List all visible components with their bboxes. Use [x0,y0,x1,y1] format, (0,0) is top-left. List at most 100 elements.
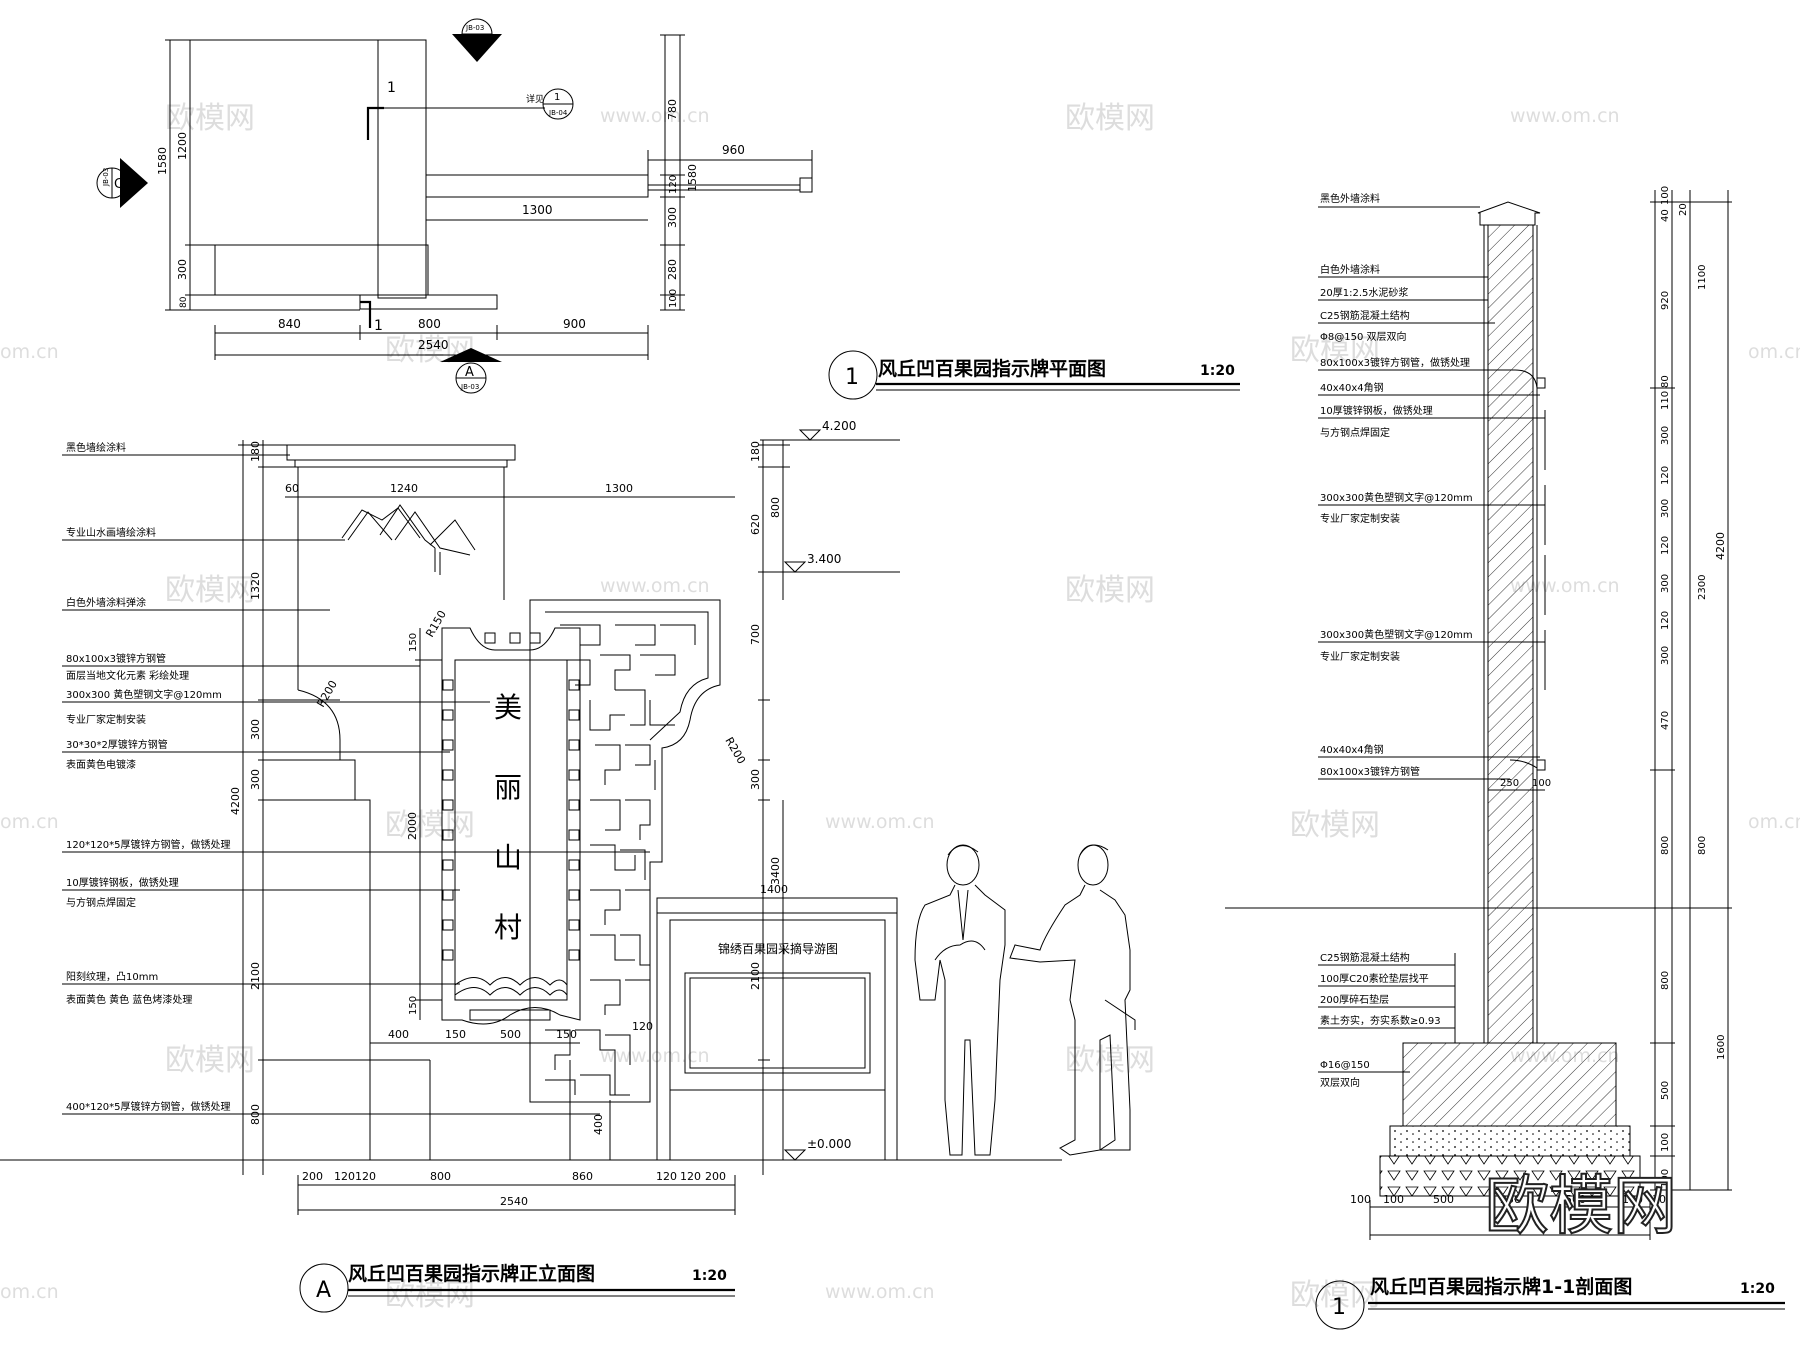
svg-text:300: 300 [1660,574,1671,593]
svg-text:400: 400 [388,1028,409,1041]
svg-text:470: 470 [1660,711,1671,730]
detail-ref-label: 详见 [526,93,544,105]
svg-text:与方钢点焊固定: 与方钢点焊固定 [66,896,136,909]
guide-board: 锦绣百果园采摘导游图 [656,897,898,1161]
elevation-scale: 1:20 [692,1268,727,1284]
svg-text:860: 860 [572,1170,593,1183]
svg-text:2540: 2540 [418,338,449,352]
svg-text:2100: 2100 [249,962,262,990]
watermark-url: om.cn [0,1281,59,1303]
svg-text:30*30*2厚镀锌方钢管: 30*30*2厚镀锌方钢管 [66,738,168,751]
watermark-brand: 欧模网 [1290,1278,1380,1313]
svg-text:10厚镀锌钢板，做锈处理: 10厚镀锌钢板，做锈处理 [66,876,179,889]
svg-text:20: 20 [1678,203,1689,216]
corner-watermark: 欧模网 [1485,1170,1677,1244]
svg-text:4200: 4200 [1714,532,1727,560]
svg-text:800: 800 [418,317,441,331]
level-ground: ±0.000 [807,1137,851,1151]
svg-text:900: 900 [563,317,586,331]
svg-text:白色外墙涂料弹涂: 白色外墙涂料弹涂 [66,596,146,609]
svg-text:白色外墙涂料: 白色外墙涂料 [1320,263,1380,276]
svg-text:黑色外墙涂料: 黑色外墙涂料 [1320,192,1380,205]
svg-text:800: 800 [249,1104,262,1125]
watermark-url: www.om.cn [825,811,935,833]
plan-title: 风丘凹百果园指示牌平面图 [878,357,1106,380]
svg-text:100: 100 [1660,1133,1671,1152]
detail-ref-number: 1 [554,92,560,103]
guide-board-title: 锦绣百果园采摘导游图 [718,941,838,956]
svg-text:JB-03: JB-03 [465,24,484,32]
elevation-bottom-dims: 200 120 120 800 860 120 120 200 2540 [297,1170,736,1215]
front-elevation: 美 丽 山 村 锦绣百果园采摘导游图 [0,419,1136,1313]
svg-text:3400: 3400 [769,857,782,885]
elevation-left-dims: 180 1320 300 300 2100 800 4200 150 2000 … [229,440,442,1175]
svg-text:100: 100 [1350,1193,1371,1206]
watermark-url: om.cn [1748,811,1800,833]
watermark-url: om.cn [0,811,59,833]
svg-text:120: 120 [632,1020,653,1033]
detail-ref-sheet: JB-04 [548,109,568,117]
board-char: 村 [494,911,522,944]
svg-text:表面黄色 黄色 蓝色烤漆处理: 表面黄色 黄色 蓝色烤漆处理 [66,993,192,1006]
level-markers: 4.200 3.400 ±0.000 [760,419,900,1161]
svg-text:250: 250 [1500,778,1519,789]
section-view: 黑色外墙涂料 白色外墙涂料 20厚1:2.5水泥砂浆 C25钢筋混凝土结构 Φ8… [1225,186,1785,1330]
svg-text:300x300黄色塑钢文字@120mm: 300x300黄色塑钢文字@120mm [1320,491,1473,504]
cut-mark: 1 [387,80,396,96]
svg-text:120: 120 [334,1170,355,1183]
svg-text:300: 300 [749,769,762,790]
svg-text:100: 100 [668,289,679,308]
svg-text:2100: 2100 [749,962,762,990]
svg-text:120*120*5厚镀锌方钢管，做锈处理: 120*120*5厚镀锌方钢管，做锈处理 [66,838,231,851]
svg-text:800: 800 [769,497,782,518]
elevation-title: 风丘凹百果园指示牌正立面图 [348,1262,595,1285]
svg-text:60: 60 [285,482,299,495]
watermark-url: www.om.cn [600,1045,710,1067]
svg-text:840: 840 [278,317,301,331]
watermark-brand: 欧模网 [1065,1043,1155,1078]
svg-text:100: 100 [1383,1193,1404,1206]
svg-text:80x100x3镀锌方钢管: 80x100x3镀锌方钢管 [1320,765,1420,778]
svg-text:80x100x3镀锌方钢管: 80x100x3镀锌方钢管 [66,652,166,665]
svg-text:1320: 1320 [249,572,262,600]
svg-text:R150: R150 [423,608,449,639]
svg-text:1580: 1580 [686,164,699,192]
svg-text:1200: 1200 [176,132,189,160]
svg-text:专业厂家定制安装: 专业厂家定制安装 [1320,512,1400,525]
svg-text:黑色墙绘涂料: 黑色墙绘涂料 [66,441,126,454]
svg-text:与方钢点焊固定: 与方钢点焊固定 [1320,426,1390,439]
watermark-url: www.om.cn [600,575,710,597]
svg-text:150: 150 [556,1028,577,1041]
svg-text:C25钢筋混凝土结构: C25钢筋混凝土结构 [1320,951,1410,964]
svg-text:专业山水画墙绘涂料: 专业山水画墙绘涂料 [66,526,156,539]
lattice-screen [529,599,721,1103]
watermark-layer: 欧模网 欧模网 欧模网 欧模网 欧模网 欧模网 欧模网 欧模网 欧模网 欧模网 … [165,101,1380,1313]
svg-text:200: 200 [302,1170,323,1183]
svg-text:300: 300 [1660,426,1671,445]
name-board: 美 丽 山 村 [441,627,581,1025]
svg-text:2540: 2540 [500,1195,528,1208]
section-scale: 1:20 [1740,1281,1775,1297]
svg-text:双层双向: 双层双向 [1320,1076,1360,1089]
plan-index: 1 [845,365,859,390]
svg-text:素土夯实，夯实系数≥0.93: 素土夯实，夯实系数≥0.93 [1320,1014,1441,1027]
svg-text:80x100x3镀锌方钢管，做锈处理: 80x100x3镀锌方钢管，做锈处理 [1320,356,1470,369]
section-symbol-b: B JB-03 [452,18,502,62]
svg-text:300: 300 [1660,646,1671,665]
watermark-url: www.om.cn [825,1281,935,1303]
svg-text:面层当地文化元素 彩绘处理: 面层当地文化元素 彩绘处理 [66,669,189,682]
svg-text:300x300黄色塑钢文字@120mm: 300x300黄色塑钢文字@120mm [1320,628,1473,641]
svg-text:250: 250 [1500,1193,1521,1206]
watermark-url: www.om.cn [1510,105,1620,127]
svg-text:500: 500 [1660,1081,1671,1100]
svg-text:800: 800 [1660,971,1671,990]
watermark-brand: 欧模网 [165,101,255,136]
watermark-brand: 欧模网 [1065,573,1155,608]
svg-text:20厚1:2.5水泥砂浆: 20厚1:2.5水泥砂浆 [1320,286,1408,299]
level-mid: 3.400 [807,552,841,566]
svg-text:120: 120 [1660,536,1671,555]
svg-text:C25钢筋混凝土结构: C25钢筋混凝土结构 [1320,309,1410,322]
elevation-index: A [316,1278,331,1303]
cut-mark: 1 [374,318,383,334]
svg-text:300: 300 [249,769,262,790]
